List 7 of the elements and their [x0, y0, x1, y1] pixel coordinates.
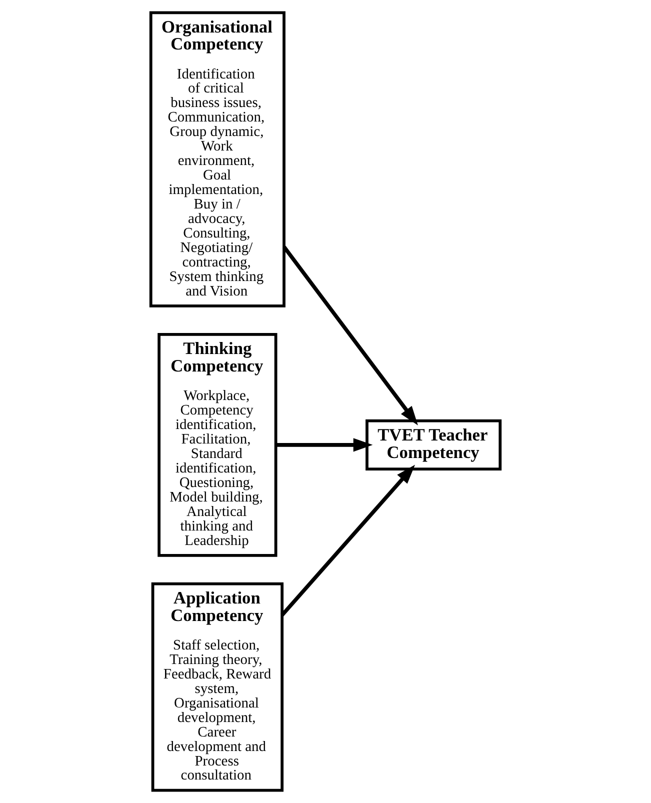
- node-box: TVET Teacher Competency: [366, 419, 502, 470]
- node-box: Application Competency Staff selection, Training theory, Feedback, Reward system, Organisational development, Career development and Process consultation: [151, 582, 284, 792]
- arrow: [276, 438, 373, 452]
- node-box: Organisational Competency Identification of critical business issues, Communication, Group dynamic, Work environment, Goal implementation, Buy in / advocacy, Consulting, Negotiating/ contracting, System thinking and Vision: [149, 11, 286, 308]
- arrow: [280, 464, 416, 616]
- node-box: Thinking Competency Workplace, Competency identification, Facilitation, Standard identification, Questioning, Model building, Analytical thinking and Leadership: [158, 333, 278, 557]
- arrow: [282, 246, 418, 426]
